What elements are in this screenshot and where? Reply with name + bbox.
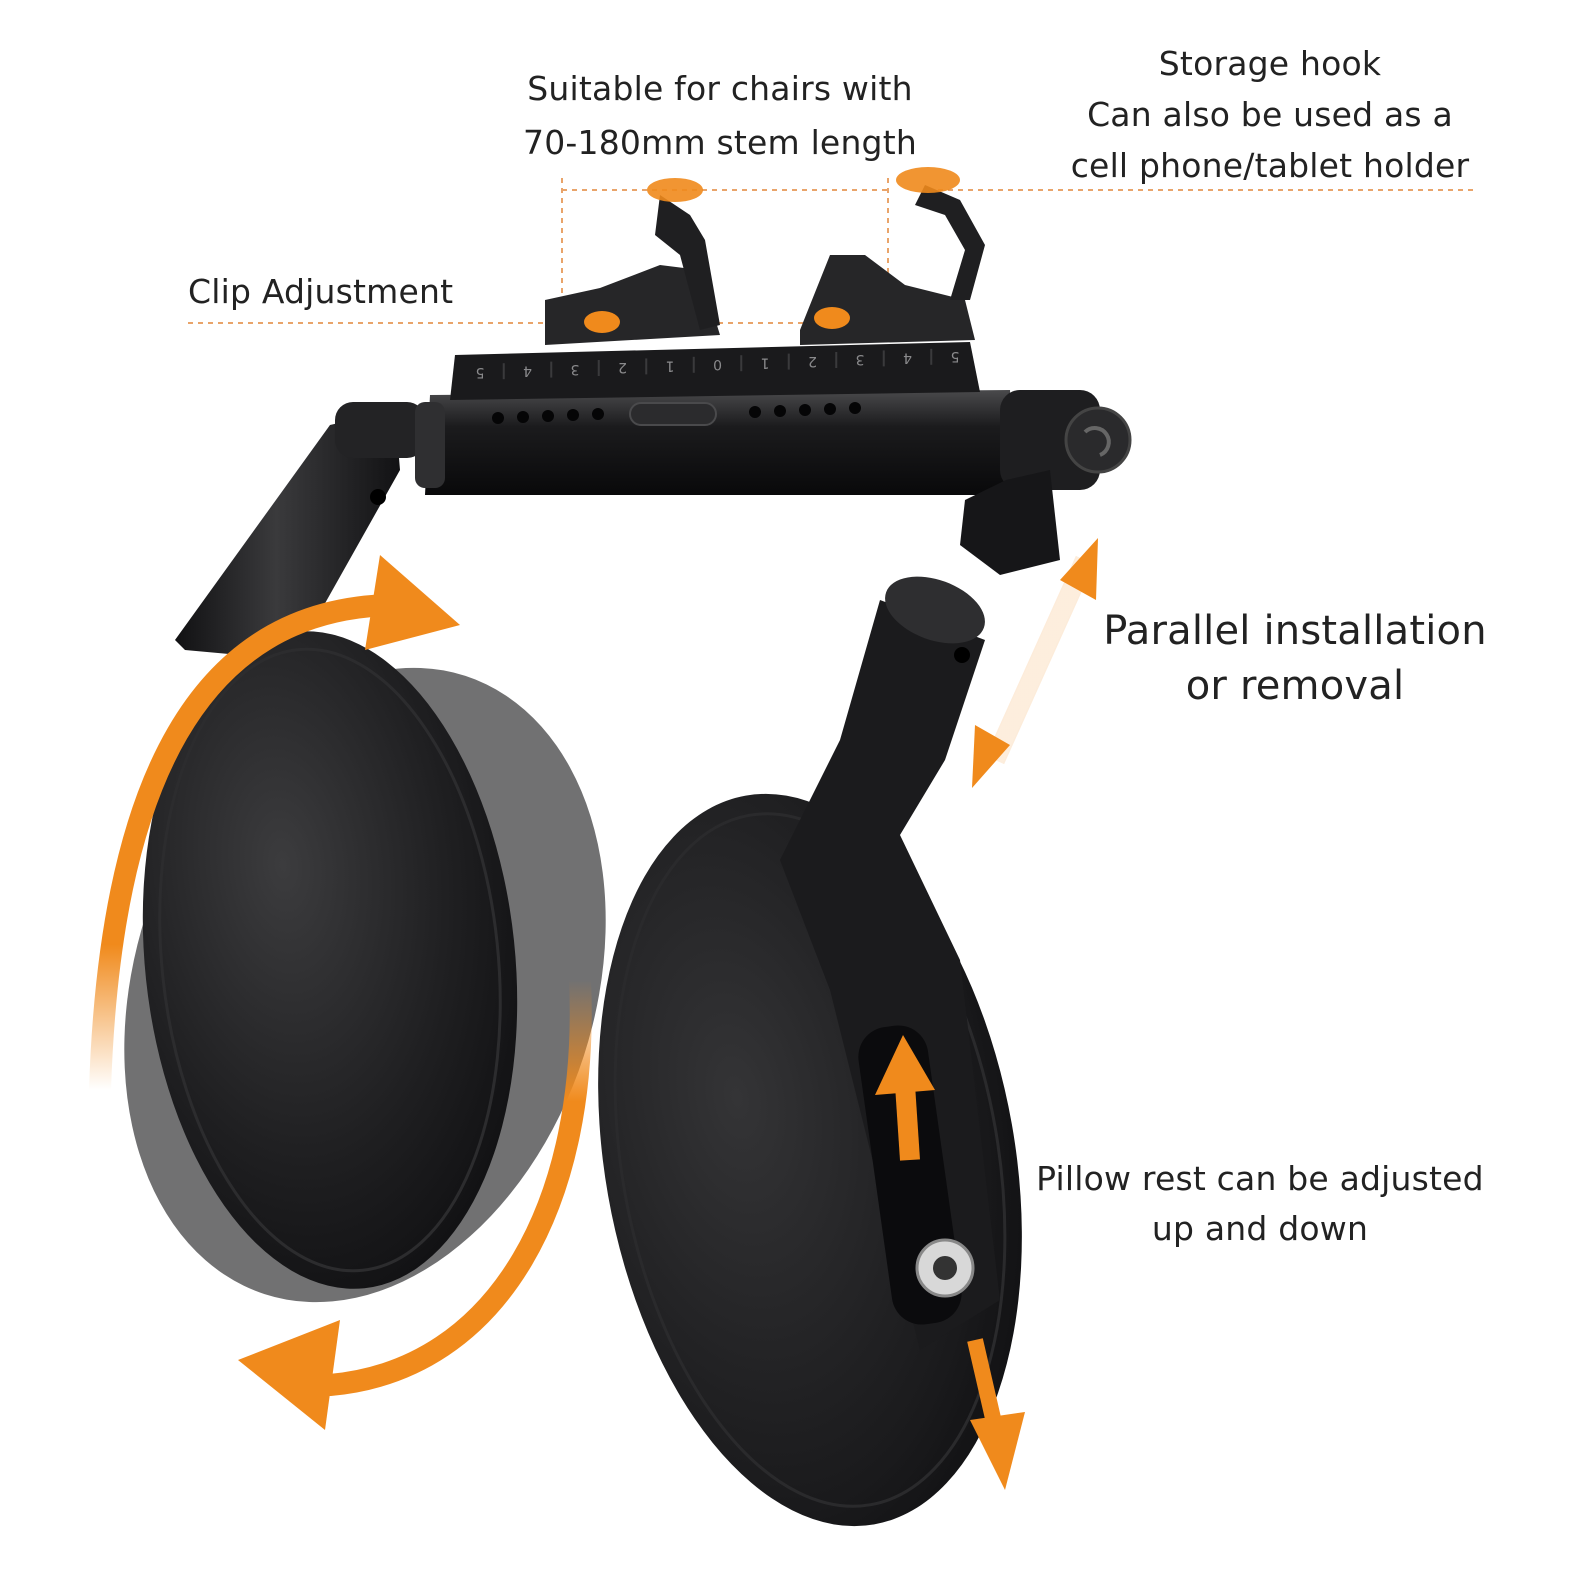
center-slot bbox=[629, 402, 717, 426]
up-arrow bbox=[895, 1084, 920, 1161]
left-arm-pin bbox=[370, 489, 386, 505]
scale-mark: 3 bbox=[571, 361, 580, 377]
parallel-arrow bbox=[985, 555, 1095, 765]
scale-mark: 5 bbox=[476, 364, 485, 380]
scale-mark: 1 bbox=[666, 358, 675, 374]
scale-mark: 4 bbox=[903, 350, 912, 366]
callout-storage-hook: Storage hook Can also be used as a cell … bbox=[1060, 38, 1480, 191]
callout-line: Suitable for chairs with bbox=[527, 69, 913, 108]
clips bbox=[545, 255, 975, 345]
callout-line: Storage hook bbox=[1158, 44, 1382, 83]
callout-line: Parallel installation bbox=[1103, 608, 1487, 654]
callout-line: up and down bbox=[1151, 1209, 1369, 1248]
scale-mark: 2 bbox=[808, 353, 817, 369]
guide-lines bbox=[188, 178, 1476, 330]
rotation-arrow-left bbox=[89, 594, 401, 1101]
callout-line: or removal bbox=[1185, 663, 1405, 709]
callout-stem-length: Suitable for chairs with 70-180mm stem l… bbox=[520, 62, 920, 170]
knob-icon bbox=[1064, 406, 1132, 474]
callout-line: Can also be used as a bbox=[1087, 95, 1453, 134]
rotation-arrow-right bbox=[319, 969, 592, 1396]
callout-line: 70-180mm stem length bbox=[523, 123, 917, 162]
callout-line: Pillow rest can be adjusted bbox=[1036, 1159, 1484, 1198]
left-arm bbox=[175, 410, 400, 655]
callout-line: Clip Adjustment bbox=[188, 272, 454, 311]
hook-icon bbox=[655, 195, 720, 330]
scale-mark: 0 bbox=[713, 356, 722, 372]
callout-clip-adjustment: Clip Adjustment bbox=[188, 272, 478, 312]
scale-mark: 5 bbox=[951, 348, 960, 364]
callout-line: cell phone/tablet holder bbox=[1070, 146, 1470, 185]
hooks bbox=[647, 167, 985, 330]
left-pillow bbox=[142, 631, 518, 1289]
callout-pillow-adjust: Pillow rest can be adjusted up and down bbox=[1030, 1154, 1490, 1254]
pillow-stem bbox=[780, 600, 1000, 1350]
callout-parallel-installation: Parallel installation or removal bbox=[1100, 604, 1490, 714]
scale-mark: 2 bbox=[618, 359, 627, 375]
scale-mark: 4 bbox=[523, 362, 532, 378]
scale-mark: 1 bbox=[761, 354, 770, 370]
crossbar: 5 4 3 2 1 0 1 2 3 4 5 bbox=[335, 342, 1132, 575]
right-pillow bbox=[598, 576, 1022, 1527]
hook-icon bbox=[915, 185, 985, 300]
scale-markings: 5 4 3 2 1 0 1 2 3 4 5 bbox=[476, 348, 960, 380]
rotation-arrows bbox=[89, 538, 1098, 1490]
scale-mark: 3 bbox=[856, 351, 865, 367]
